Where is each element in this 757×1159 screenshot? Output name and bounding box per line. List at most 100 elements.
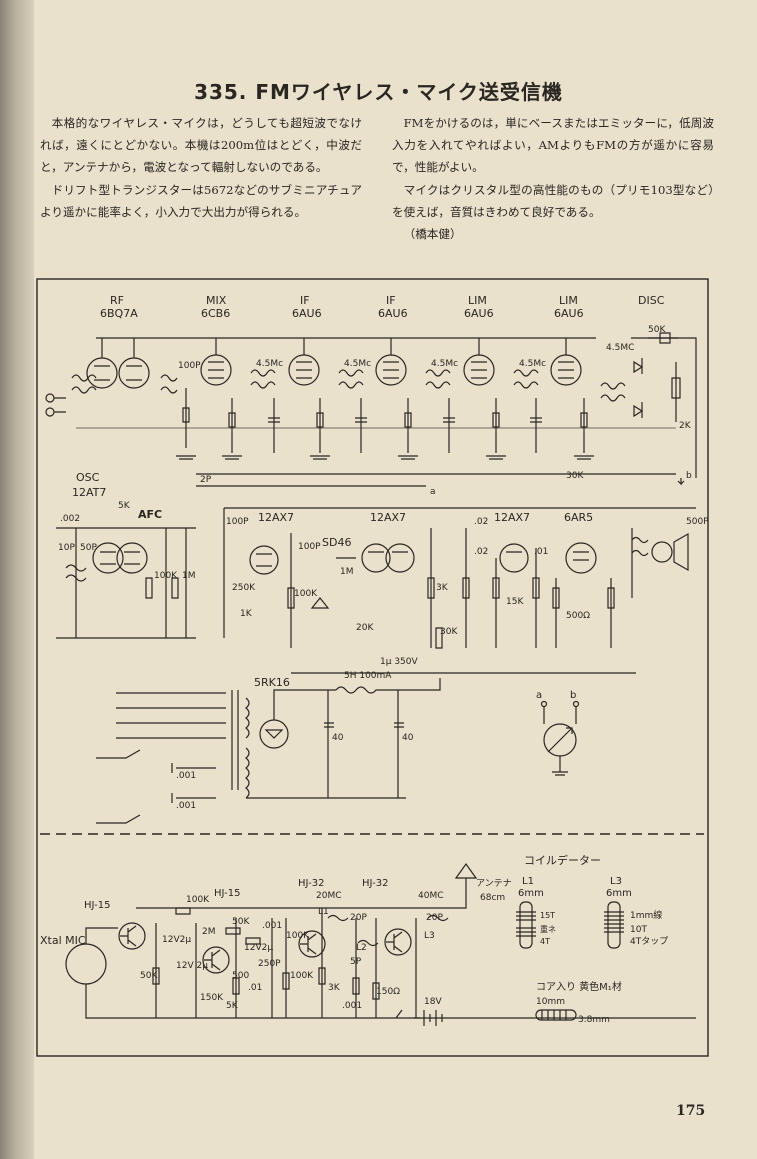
freq-label: 40MC xyxy=(418,891,444,901)
cap-label: 2P xyxy=(200,475,212,485)
coil-l1-note: 重ネ xyxy=(540,924,556,934)
res-label: 100K xyxy=(286,931,310,941)
osc-part-labels: .002 10P 50P 100K 5K 1M xyxy=(58,501,196,581)
paragraph: ドリフト型トランジスターは5672などのサブミニアチュアより遥かに能率よく，小入… xyxy=(40,182,362,219)
cap-label: 50P xyxy=(80,543,97,553)
article-title: 335. FMワイヤレス・マイク送受信機 xyxy=(194,80,563,104)
coil-l3-wire: 1mm線 xyxy=(630,909,662,921)
cap-label: 100P xyxy=(298,542,321,552)
tube-role-lim2: LIM xyxy=(559,294,578,307)
paragraph: 本格的なワイヤレス・マイクは，どうしても超短波でなければ，遠くにとどかない。本機… xyxy=(40,116,362,175)
transistor-q4 xyxy=(384,928,412,956)
if-freq-label: 4.5Mc xyxy=(256,359,283,369)
coil-l1-dia: 6mm xyxy=(518,888,544,899)
audio-wiring xyxy=(223,507,696,674)
tube-type-lim2: 6AU6 xyxy=(554,307,584,320)
core-label: コア入り 黄色M₁材 xyxy=(536,980,622,993)
tube-lim1 xyxy=(463,338,495,386)
cap-label: 5P xyxy=(350,957,362,967)
rectifier-type: 5RK16 xyxy=(254,676,290,689)
meter-tap-a: a xyxy=(536,690,542,701)
coil-l3-dia: 6mm xyxy=(606,888,632,899)
cap-label: 12V2μ xyxy=(162,935,191,945)
ps-part-labels: 40 40 .001 .001 xyxy=(176,733,414,811)
cap-label: 1μ 350V xyxy=(380,657,418,667)
tube-osc xyxy=(92,542,148,574)
audio-tube-type: 6AR5 xyxy=(564,511,593,524)
cap-label: 10P xyxy=(58,543,75,553)
coil-label: L1 xyxy=(318,907,329,917)
transistor-type: HJ-32 xyxy=(298,878,324,889)
if-freq-label: 4.5Mc xyxy=(519,359,546,369)
tube-rf xyxy=(86,338,150,389)
tx-components xyxy=(152,862,478,1026)
cap-label: 20P xyxy=(426,913,443,923)
afc-feedback-line xyxy=(196,473,676,487)
cap-label: .01 xyxy=(534,547,548,557)
tuning-meter xyxy=(540,700,580,776)
tube-mix xyxy=(200,338,232,386)
transistor-q3 xyxy=(298,930,326,958)
coil-label: L2 xyxy=(356,943,367,953)
tube-if2 xyxy=(375,338,407,386)
coil-rf2 xyxy=(160,374,178,394)
res-label: 150Ω xyxy=(376,987,400,997)
tube-role-if2: IF xyxy=(386,294,396,307)
diode-type: SD46 xyxy=(322,536,351,549)
tube-type-if2: 6AU6 xyxy=(378,307,408,320)
res-label: 2M xyxy=(202,927,216,937)
circuit-schematic: RF 6BQ7A MIX 6CB6 IF 6AU6 IF 6AU6 LIM 6A… xyxy=(36,278,709,1057)
tube-role-disc: DISC xyxy=(638,294,665,307)
transistor-q1 xyxy=(118,922,146,950)
coil-drawings xyxy=(516,901,624,1021)
coil-l1-label: L1 xyxy=(522,876,534,887)
coil-data: コイルデーター L1 6mm 15T 重ネ 4T L3 6mm 1mm線 10T… xyxy=(518,853,668,1025)
res-label: 5K xyxy=(118,501,131,511)
mic xyxy=(65,927,696,1019)
tube-labels: RF 6BQ7A MIX 6CB6 IF 6AU6 IF 6AU6 LIM 6A… xyxy=(100,294,665,320)
res-label: 500 xyxy=(232,971,249,981)
cap-label: .02 xyxy=(474,547,488,557)
tube-type-lim1: 6AU6 xyxy=(464,307,494,320)
audio-tube-type: 12AX7 xyxy=(258,511,294,524)
res-label: 1K xyxy=(240,609,253,619)
coil-l3-turns: 10T xyxy=(630,925,647,935)
res-label: 20K xyxy=(356,623,374,633)
res-label: 500Ω xyxy=(566,611,590,621)
tx-wiring xyxy=(136,878,467,1018)
osc-wiring xyxy=(56,527,196,639)
audio-resistors xyxy=(287,577,615,649)
res-label: 100K xyxy=(186,895,210,905)
tube-role-mix: MIX xyxy=(206,294,227,307)
meter-labels: a b xyxy=(536,690,576,701)
tube-role-if1: IF xyxy=(300,294,310,307)
cap-label: 100P xyxy=(178,361,201,371)
if-strip-components xyxy=(176,388,594,460)
coil-l1-turns: 15T xyxy=(540,911,555,920)
coil-l3-tap: 4Tタップ xyxy=(630,936,668,947)
res-label: 3K xyxy=(328,983,341,993)
transistor-labels: HJ-15 HJ-15 HJ-32 HJ-32 20MC 40MC xyxy=(84,878,444,911)
res-label: 30K xyxy=(566,471,584,481)
transistor-q2 xyxy=(202,946,230,974)
cap-label: .001 xyxy=(176,801,196,811)
cap-label: .001 xyxy=(262,921,282,931)
cap-label: 250P xyxy=(258,959,281,969)
cap-label: 20P xyxy=(350,913,367,923)
meter-tap-a: a xyxy=(430,487,436,497)
paragraph: FMをかけるのは，単にベースまたはエミッターに，低周波入力を入れてやればよい，A… xyxy=(392,116,714,175)
res-label: 30K xyxy=(440,627,458,637)
tube-role-lim1: LIM xyxy=(468,294,487,307)
transistor-type: HJ-32 xyxy=(362,878,388,889)
discriminator xyxy=(633,332,685,486)
audio-part-labels: 100P 100P 250K 100K 1K 1M .02 .02 .01 50… xyxy=(226,517,709,667)
cap-label: .02 xyxy=(474,517,488,527)
schematic-frame xyxy=(36,278,709,1057)
cap-label: .002 xyxy=(60,514,80,524)
coil-data-heading: コイルデーター xyxy=(524,853,601,867)
audio-tube-labels: 12AX7 12AX7 12AX7 6AR5 SD46 xyxy=(258,511,593,549)
audio-tubes xyxy=(249,542,597,575)
cap-label: 12V2μ xyxy=(244,943,273,953)
paragraph: マイクはクリスタル型の高性能のもの（プリモ103型など）を使えば，音質はきわめて… xyxy=(392,182,714,219)
tube-type-mix: 6CB6 xyxy=(201,307,230,320)
